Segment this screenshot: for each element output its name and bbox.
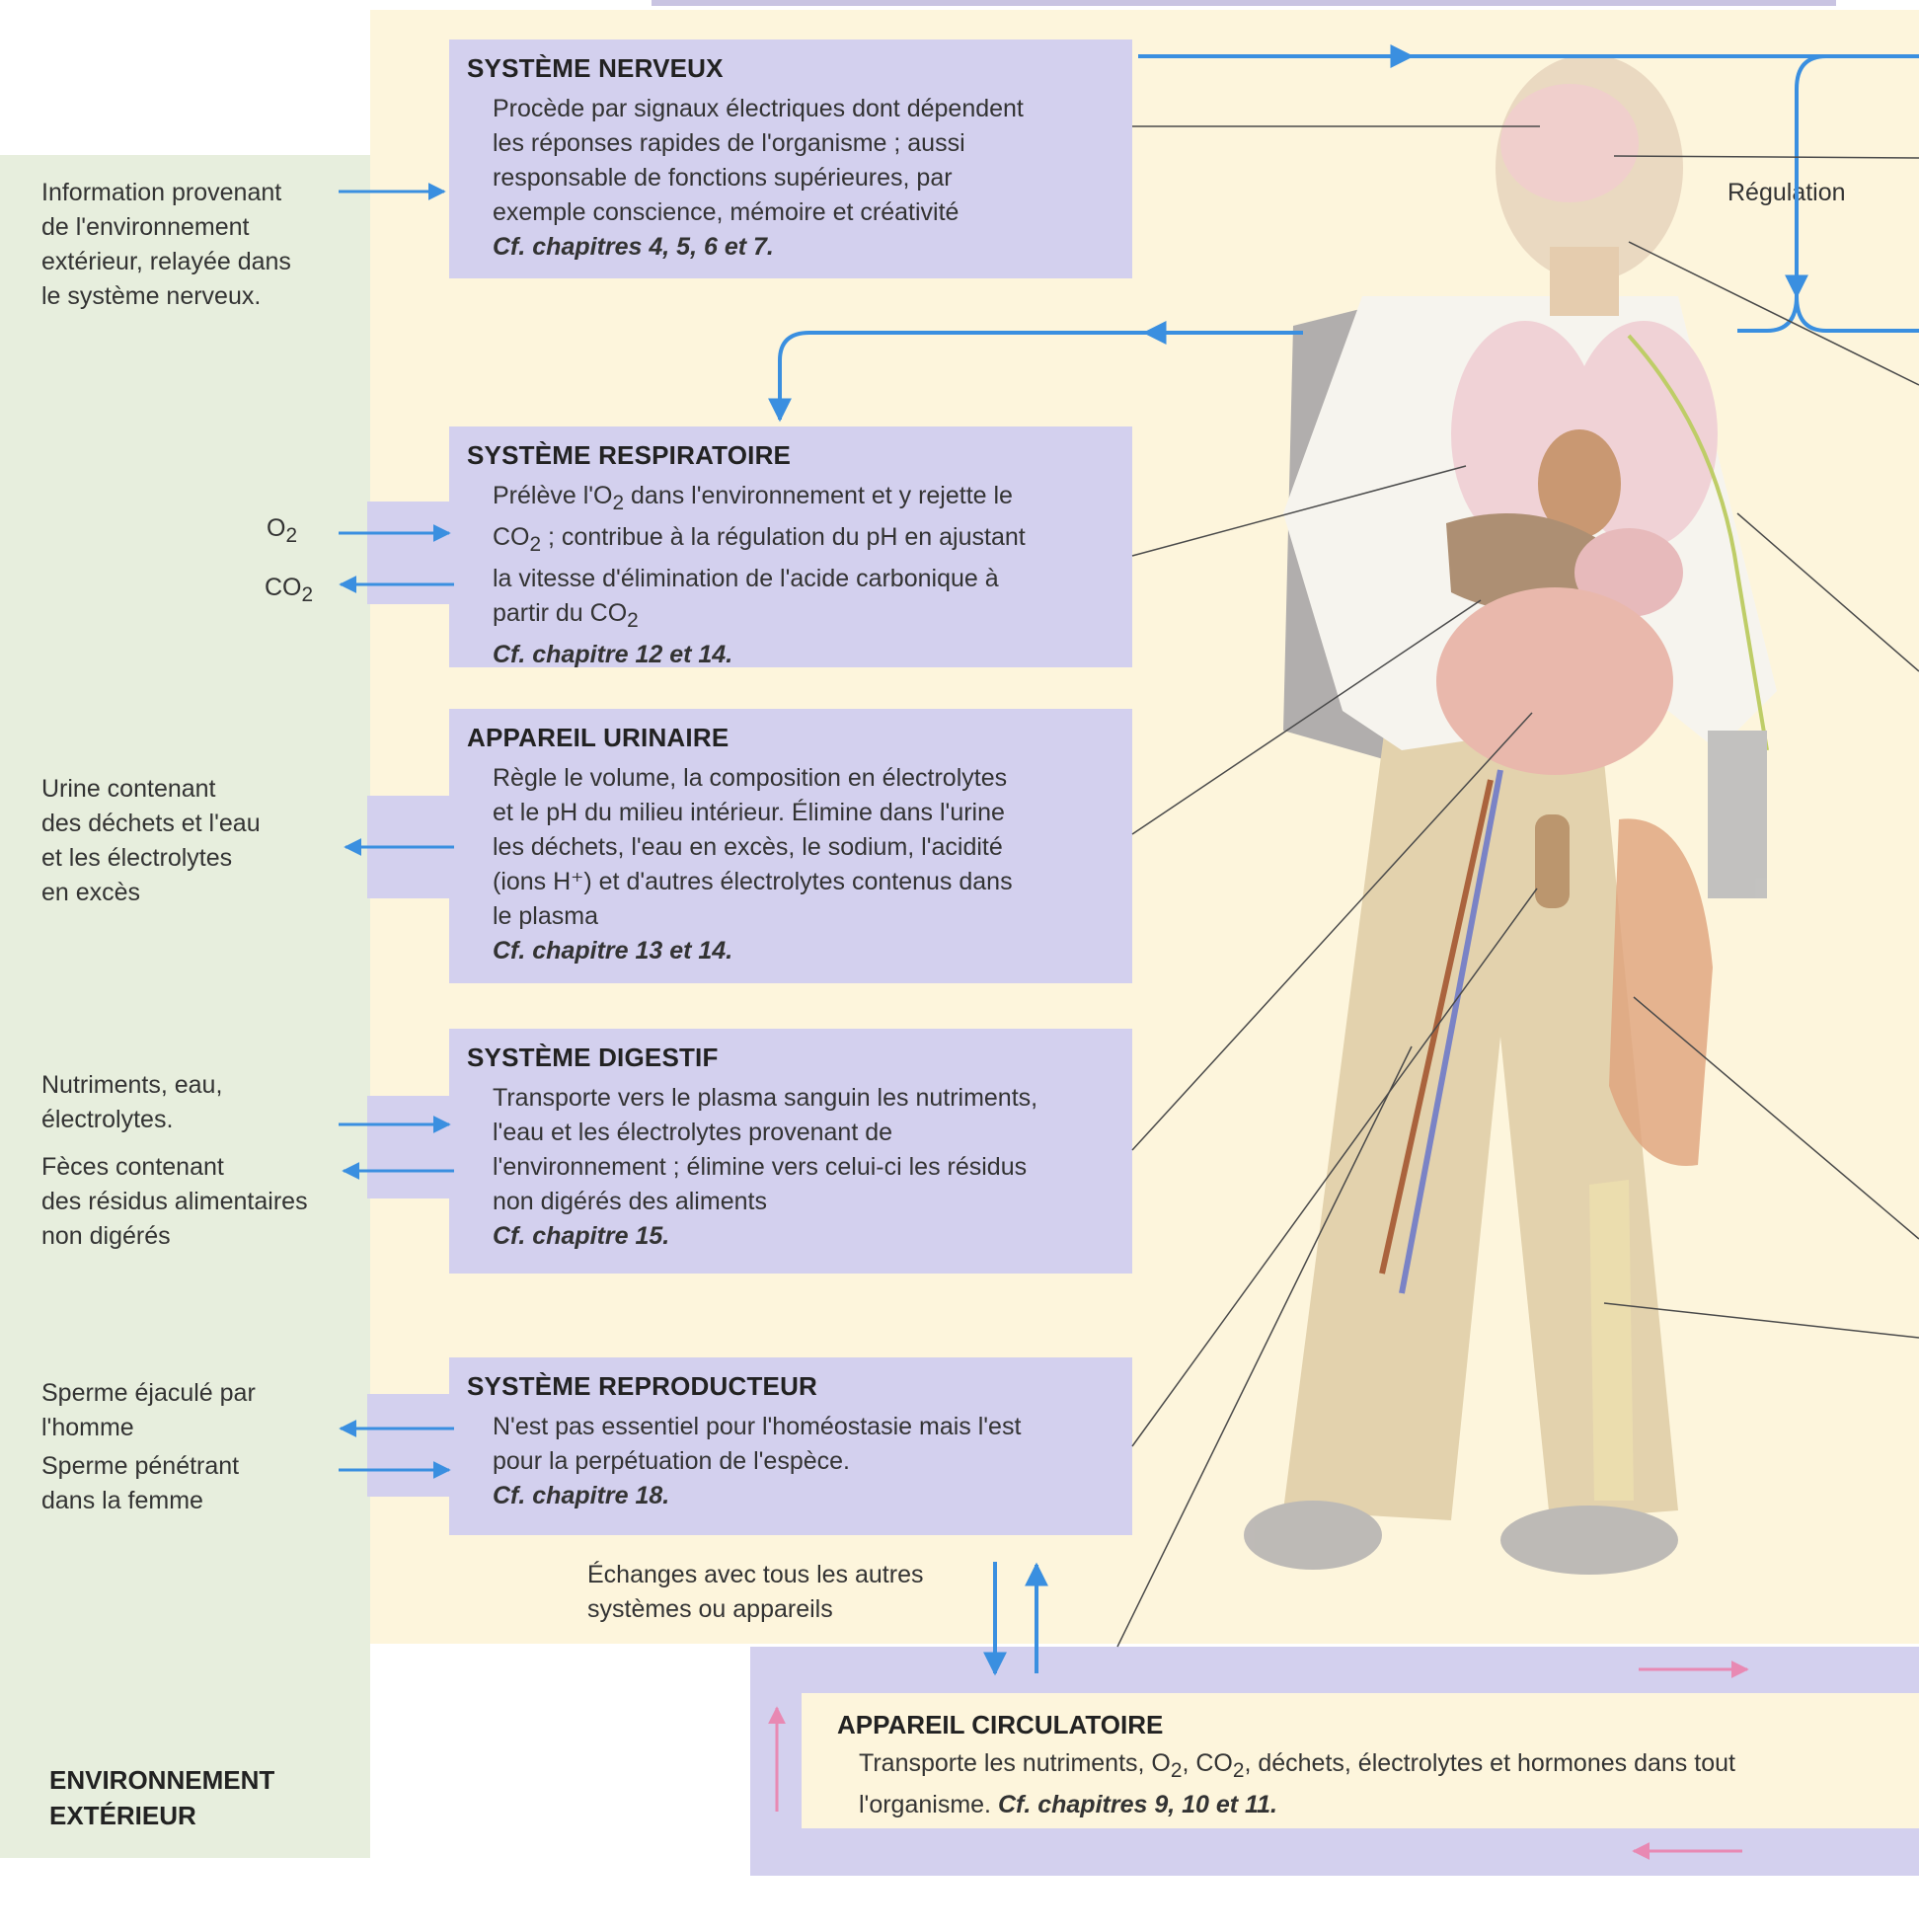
leader-head [1629,242,1919,385]
leader-brain [1614,156,1919,158]
leader-bone [1604,1303,1919,1338]
leader-nerves [1737,513,1919,671]
regulation-bracket [1797,56,1919,331]
leader-urinary [1132,600,1481,834]
leader-muscle [1634,997,1919,1239]
respiratory-feedback-line [780,333,1303,420]
leader-respiratory [1132,466,1466,556]
leader-digestive [1132,713,1532,1150]
leader-circulatory [1117,1046,1412,1647]
leader-reproductive [1132,889,1537,1446]
regulation-bracket-lower [1737,296,1797,331]
